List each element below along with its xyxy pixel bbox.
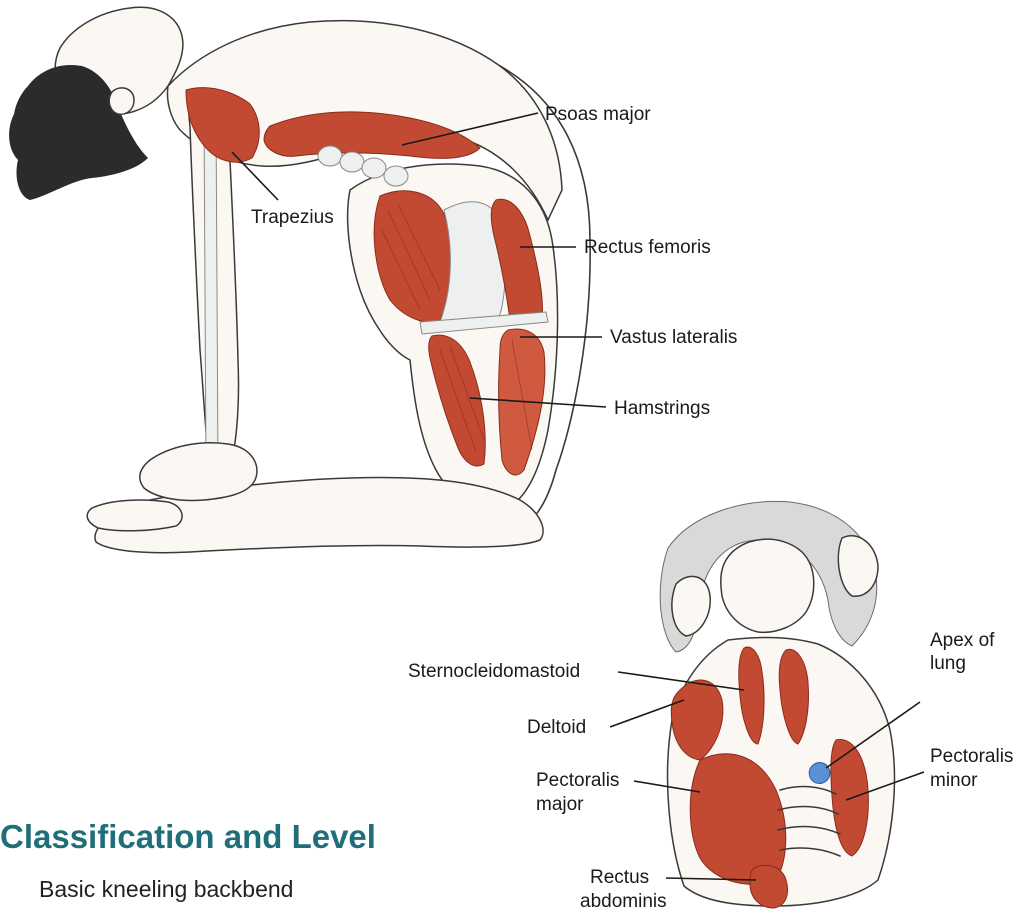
- label-trapezius: Trapezius: [251, 207, 334, 228]
- label-rectus-femoris: Rectus femoris: [584, 237, 711, 258]
- side-ear: [109, 88, 134, 115]
- side-hand: [140, 443, 257, 501]
- label-pectoralis-minor-2: minor: [930, 770, 978, 791]
- front-view-figure: [660, 501, 894, 908]
- label-pectoralis-minor-1: Pectoralis: [930, 746, 1013, 767]
- label-rectus-abdominis-1: Rectus: [590, 867, 649, 888]
- front-hand-right: [838, 536, 878, 596]
- label-rectus-abdominis-2: abdominis: [580, 891, 667, 912]
- side-view-figure: [9, 7, 590, 552]
- section-heading: Classification and Level: [0, 818, 376, 856]
- front-hand-left: [672, 576, 710, 636]
- label-pectoralis-major-1: Pectoralis: [536, 770, 619, 791]
- side-foot: [87, 500, 182, 531]
- apex-of-lung: [809, 763, 830, 784]
- label-sternocleidomastoid: Sternocleidomastoid: [408, 661, 580, 682]
- label-hamstrings: Hamstrings: [614, 398, 710, 419]
- label-vastus-lateralis: Vastus lateralis: [610, 327, 737, 348]
- section-body: Basic kneeling backbend: [39, 876, 293, 903]
- label-apex-of-lung-2: lung: [930, 653, 966, 674]
- label-pectoralis-major-2: major: [536, 794, 584, 815]
- label-deltoid: Deltoid: [527, 717, 586, 738]
- label-apex-of-lung-1: Apex of: [930, 630, 995, 651]
- label-psoas-major: Psoas major: [545, 104, 651, 125]
- front-face: [721, 539, 814, 632]
